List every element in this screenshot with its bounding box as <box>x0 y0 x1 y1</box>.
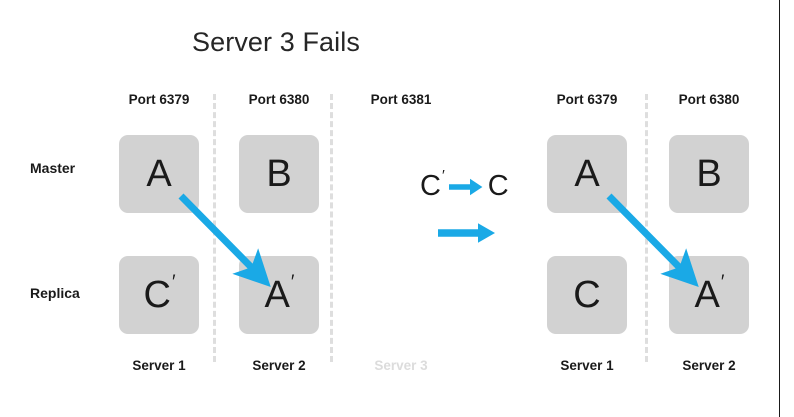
legend-mapping-row: C′ C <box>420 167 509 202</box>
prime-mark: ′ <box>171 272 176 294</box>
server-label-after-2: Server 2 <box>682 358 736 373</box>
node-glyph: C <box>573 274 601 316</box>
node-glyph: A <box>146 153 172 195</box>
row-label-master: Master <box>30 160 76 176</box>
node-before-s2-replica[interactable]: A′ <box>239 256 319 334</box>
node-glyph: A′ <box>264 272 295 316</box>
column-divider-1 <box>213 94 216 362</box>
node-after-s1-replica[interactable]: C <box>547 256 627 334</box>
legend-from-glyph: C′ <box>420 167 445 202</box>
right-arrow-icon <box>438 222 496 244</box>
node-glyph: B <box>696 153 722 195</box>
server-label-before-1: Server 1 <box>132 358 186 373</box>
column-divider-3 <box>645 94 648 362</box>
node-glyph: A′ <box>694 272 725 316</box>
port-label-before-3: Port 6381 <box>370 92 432 107</box>
legend-transition-row <box>438 222 496 244</box>
node-glyph: B <box>266 153 292 195</box>
node-after-s2-master[interactable]: B <box>669 135 749 213</box>
column-divider-2 <box>330 94 333 362</box>
prime-mark: ′ <box>441 167 445 185</box>
server-label-before-3: Server 3 <box>374 358 428 373</box>
node-after-s1-master[interactable]: A <box>547 135 627 213</box>
legend-to-glyph: C <box>487 170 509 202</box>
node-before-s1-master[interactable]: A <box>119 135 199 213</box>
port-label-after-1: Port 6379 <box>556 92 618 107</box>
node-glyph: C′ <box>143 272 176 316</box>
node-glyph: A <box>574 153 600 195</box>
node-after-s2-replica[interactable]: A′ <box>669 256 749 334</box>
prime-mark: ′ <box>290 272 295 294</box>
page-title: Server 3 Fails <box>192 27 360 57</box>
row-label-replica: Replica <box>30 285 80 301</box>
right-edge-rule <box>779 0 780 417</box>
server-label-after-1: Server 1 <box>560 358 614 373</box>
node-before-s1-replica[interactable]: C′ <box>119 256 199 334</box>
server-label-before-2: Server 2 <box>252 358 306 373</box>
prime-mark: ′ <box>720 272 725 294</box>
port-label-before-2: Port 6380 <box>248 92 310 107</box>
port-label-before-1: Port 6379 <box>128 92 190 107</box>
node-before-s2-master[interactable]: B <box>239 135 319 213</box>
port-label-after-2: Port 6380 <box>678 92 740 107</box>
right-arrow-icon <box>448 178 483 196</box>
